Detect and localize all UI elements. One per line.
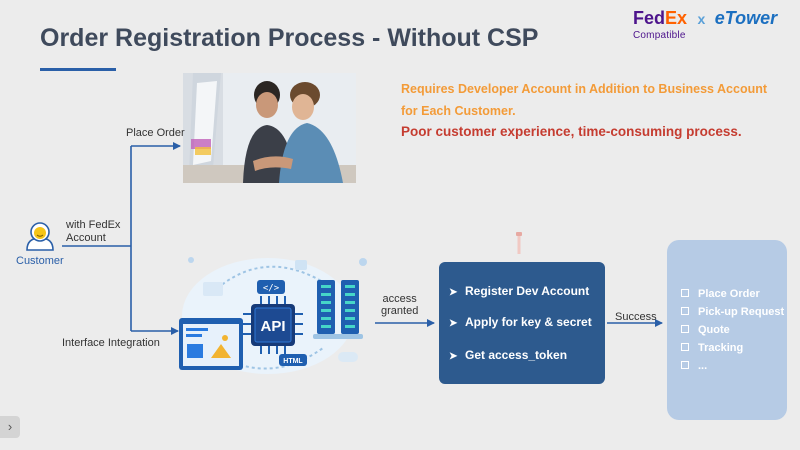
- logo-x-text: x: [697, 11, 706, 27]
- interface-integration-label: Interface Integration: [62, 337, 160, 349]
- step-label: Register Dev Account: [465, 284, 590, 298]
- step-label: Apply for key & secret: [465, 315, 592, 329]
- with-fedex-label-line-2: Account: [66, 232, 106, 244]
- chevron-right-icon: ➤: [449, 318, 458, 329]
- logo-ex-text: Ex: [665, 8, 688, 28]
- step-label: Get access_token: [465, 348, 568, 362]
- html-tag-text: HTML: [283, 358, 303, 365]
- poor-experience-note: Poor customer experience, time-consuming…: [401, 124, 742, 139]
- developers-photo: [183, 73, 356, 183]
- api-integration-illustration: </> API HTML: [179, 257, 367, 374]
- service-label: Tracking: [698, 342, 744, 354]
- page-title: Order Registration Process - Without CSP: [40, 24, 539, 52]
- developer-steps-box: ➤ Register Dev Account ➤ Apply for key & s…: [439, 262, 605, 384]
- developer-account-requirement-note: Requires Developer Account in Addition t…: [401, 82, 768, 118]
- logo-fed-text: Fed: [633, 8, 666, 28]
- service-item: Place Order: [681, 288, 760, 300]
- success-label: Success: [615, 311, 657, 323]
- customer-label: Customer: [16, 255, 64, 267]
- api-chip-text: API: [260, 318, 285, 335]
- code-tag-text: </>: [263, 284, 280, 294]
- service-label: ...: [698, 360, 708, 372]
- available-services-box: Place Order Pick-up Request Quote Tracki…: [667, 240, 787, 420]
- step-get-access-token: ➤ Get access_token: [449, 348, 567, 362]
- chevron-right-icon: ➤: [449, 351, 458, 362]
- square-bullet-icon: [681, 325, 689, 334]
- square-bullet-icon: [681, 361, 689, 370]
- fedex-etower-logo: FedEx Compatible x eTower: [633, 8, 793, 44]
- next-slide-button[interactable]: ›: [0, 416, 20, 438]
- service-item: Quote: [681, 324, 730, 336]
- access-granted-line-1: access: [382, 293, 417, 305]
- pin-icon: [516, 232, 522, 254]
- square-bullet-icon: [681, 343, 689, 352]
- place-order-label: Place Order: [126, 127, 185, 139]
- service-item: ...: [681, 360, 707, 372]
- title-underline: [40, 68, 116, 71]
- access-granted-label: access granted: [381, 293, 418, 317]
- square-bullet-icon: [681, 289, 689, 298]
- step-register-dev-account: ➤ Register Dev Account: [449, 284, 589, 298]
- service-item: Tracking: [681, 342, 743, 354]
- logo-etower-text: eTower: [714, 8, 778, 28]
- customer-icon: [26, 222, 54, 251]
- square-bullet-icon: [681, 307, 689, 316]
- step-apply-key-secret: ➤ Apply for key & secret: [449, 315, 592, 329]
- access-granted-line-2: granted: [381, 305, 419, 317]
- service-label: Place Order: [698, 288, 760, 300]
- service-label: Pick-up Request: [698, 306, 785, 318]
- service-item: Pick-up Request: [681, 306, 784, 318]
- chevron-right-icon: ➤: [449, 287, 458, 298]
- logo-compatible-text: Compatible: [633, 30, 686, 41]
- service-label: Quote: [698, 324, 730, 336]
- with-fedex-account-label: with FedEx Account: [66, 219, 120, 245]
- with-fedex-label-line-1: with FedEx: [66, 219, 121, 231]
